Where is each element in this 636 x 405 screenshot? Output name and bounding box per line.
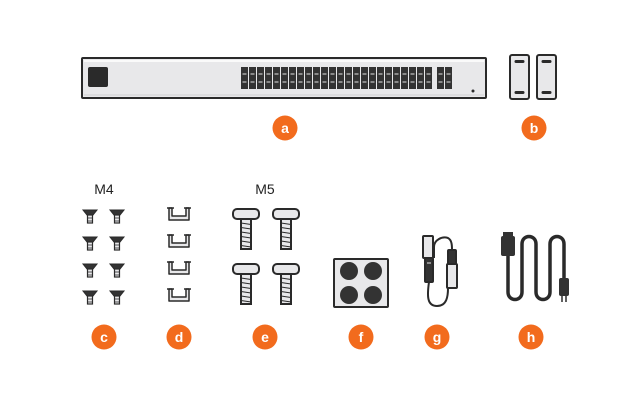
cable-clip: [167, 288, 191, 302]
sfp-port: [369, 67, 376, 89]
m5-screw: [232, 263, 260, 305]
m4-screw: [81, 236, 99, 251]
sfp-port: [385, 67, 392, 89]
m4-screw: [108, 209, 126, 224]
m4-screw: [108, 236, 126, 251]
badge-g: g: [424, 324, 450, 350]
sfp-port: [281, 67, 288, 89]
switch-led: [471, 89, 475, 93]
sfp-dac-cable-icon: [422, 235, 458, 308]
sfp-port: [409, 67, 416, 89]
badge-f-label: f: [359, 329, 364, 345]
bracket-left: [509, 54, 530, 100]
sfp-port: [257, 67, 264, 89]
sfp-port: [313, 67, 320, 89]
sfp-port: [289, 67, 296, 89]
sfp-port: [437, 67, 444, 89]
sfp-port: [393, 67, 400, 89]
cable-clip-icon: [167, 207, 191, 302]
sfp-port: [445, 67, 452, 89]
badge-c-label: c: [100, 329, 108, 345]
badge-b-label: b: [530, 120, 539, 136]
cable-clip: [167, 207, 191, 221]
badge-g-label: g: [433, 329, 442, 345]
badge-e: e: [252, 324, 278, 350]
badge-d: d: [166, 324, 192, 350]
sfp-port-array: [241, 67, 452, 89]
sfp-port: [417, 67, 424, 89]
m5-screw: [272, 208, 300, 250]
badge-a-label: a: [281, 120, 289, 136]
badge-e-label: e: [261, 329, 269, 345]
flat-head-screw-icon: [81, 209, 126, 305]
m4-screw: [108, 263, 126, 278]
sfp-port: [377, 67, 384, 89]
pan-head-screw-icon: [232, 208, 300, 305]
bracket-right: [536, 54, 557, 100]
rubber-feet-icon: [333, 258, 389, 308]
m4-screw: [81, 263, 99, 278]
badge-a: a: [272, 115, 298, 141]
m4-screw: [81, 290, 99, 305]
sfp-port: [305, 67, 312, 89]
sfp-port: [249, 67, 256, 89]
badge-f: f: [348, 324, 374, 350]
sfp-port: [425, 67, 432, 89]
badge-h-label: h: [527, 329, 536, 345]
m5-screw: [272, 263, 300, 305]
sfp-port: [241, 67, 248, 89]
sfp-port: [329, 67, 336, 89]
sfp-port: [401, 67, 408, 89]
m4-label: M4: [94, 181, 114, 197]
badge-c: c: [91, 324, 117, 350]
switch-display: [88, 67, 108, 87]
sfp-port: [321, 67, 328, 89]
sfp-port: [265, 67, 272, 89]
rack-switch-icon: [81, 57, 487, 99]
badge-h: h: [518, 324, 544, 350]
m4-screw: [108, 290, 126, 305]
m5-label: M5: [255, 181, 275, 197]
badge-d-label: d: [175, 329, 184, 345]
badge-b: b: [521, 115, 547, 141]
cable-clip: [167, 261, 191, 275]
sfp-port: [273, 67, 280, 89]
cable-clip: [167, 234, 191, 248]
sfp-port: [337, 67, 344, 89]
sfp-port: [345, 67, 352, 89]
sfp-port: [297, 67, 304, 89]
m5-screw: [232, 208, 260, 250]
m4-screw: [81, 209, 99, 224]
sfp-port: [353, 67, 360, 89]
power-cord-icon: [501, 232, 569, 302]
rack-ear-bracket-icon: [509, 54, 557, 100]
sfp-port: [361, 67, 368, 89]
